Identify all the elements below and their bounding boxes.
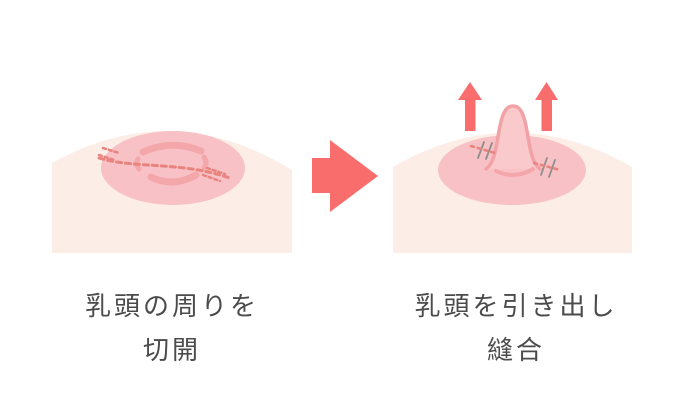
inverted-nipple-fold-marks <box>134 141 209 186</box>
panel-before <box>52 131 292 253</box>
incision-dashed-line <box>97 146 232 183</box>
nipple-shape <box>486 106 540 169</box>
caption-step1-line2: 切開 <box>142 335 201 365</box>
caption-step1: 乳頭の周りを 切開 <box>52 284 292 372</box>
nipple-base-shadow <box>494 167 535 177</box>
pull-up-arrow-icon-left <box>458 82 482 131</box>
pull-up-arrow-icon-right <box>535 82 558 131</box>
areola-right <box>438 135 586 205</box>
caption-step1-line1: 乳頭の周りを <box>84 291 259 321</box>
nipple-outline <box>484 104 542 171</box>
suture-stitch-left <box>469 141 497 160</box>
panel-after <box>393 82 632 253</box>
suture-stitch-right <box>532 157 562 178</box>
caption-step2-line1: 乳頭を引き出し <box>414 291 618 321</box>
next-step-arrow-icon <box>312 140 378 212</box>
caption-step2: 乳頭を引き出し 縫合 <box>396 284 636 372</box>
caption-step2-line2: 縫合 <box>486 335 545 365</box>
